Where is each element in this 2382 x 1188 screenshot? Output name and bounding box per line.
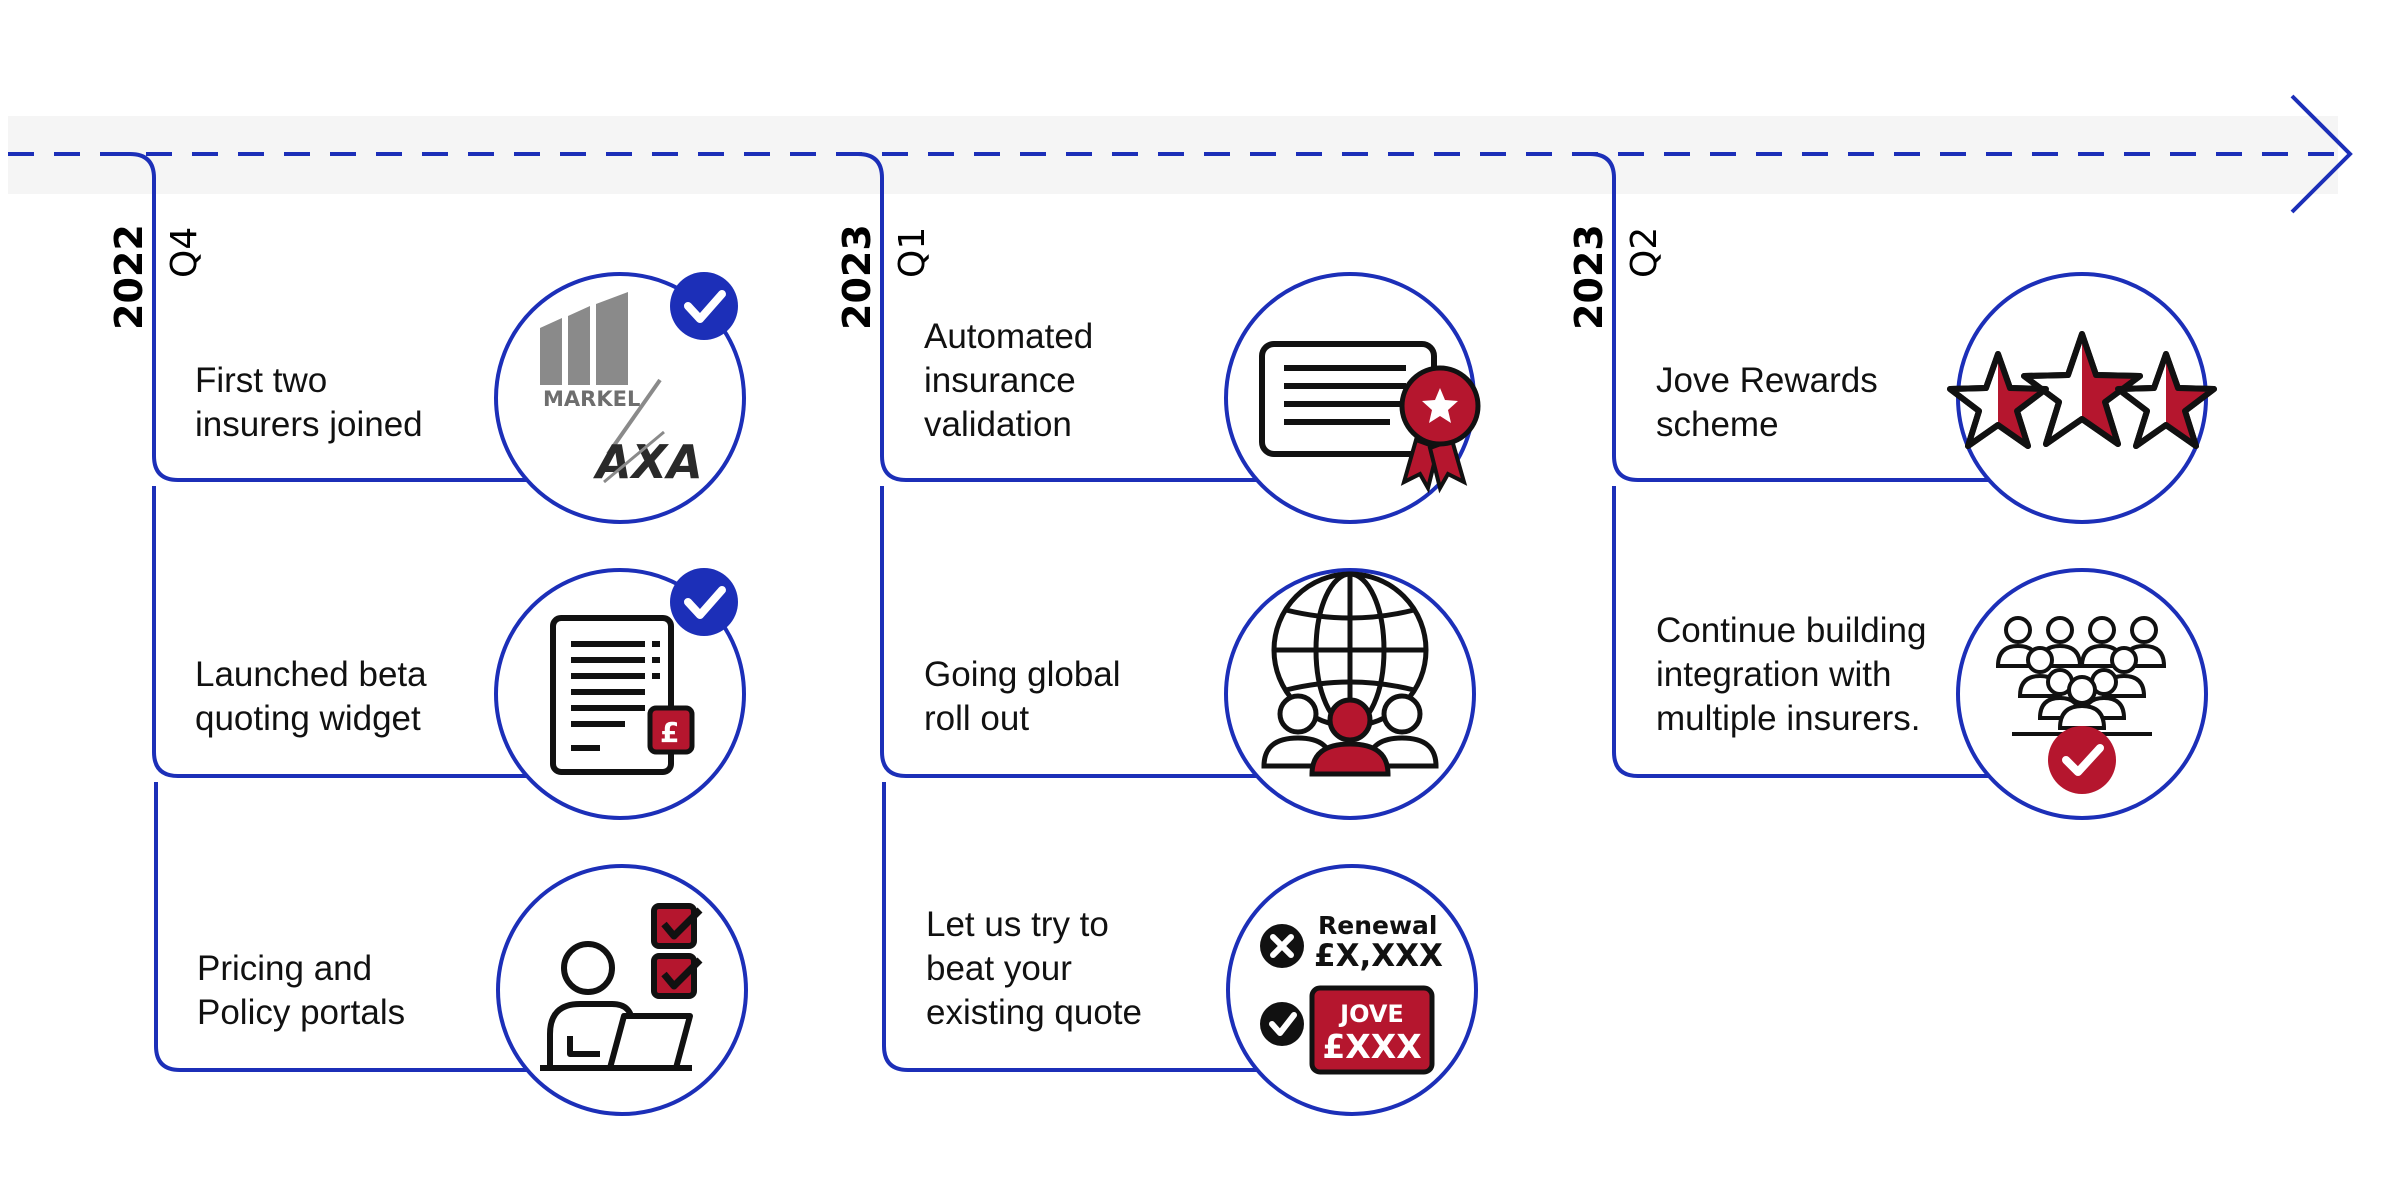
card-outline [880, 486, 1258, 778]
phase-label-2023-q2: 2023 Q2 [1567, 224, 1665, 330]
phase-quarter: Q1 [892, 227, 933, 278]
global-team-icon [1261, 571, 1439, 777]
svg-text:MARKEL: MARKEL [543, 387, 640, 411]
icon-circle [496, 864, 748, 1116]
phase-quarter: Q4 [164, 227, 205, 278]
phase-connector-2023-q2 [1572, 152, 1616, 240]
milestone-card: First two insurers joined MARKEL AXA [152, 240, 746, 524]
milestone-label: Going global roll out [924, 655, 1130, 738]
phase-year: 2023 [835, 224, 879, 330]
card-outline [152, 486, 530, 778]
phase-connector-2023-q1 [840, 152, 884, 240]
stars-icon [1947, 331, 2217, 449]
completed-check-icon [670, 272, 738, 340]
svg-text:AXA: AXA [593, 435, 703, 489]
milestone-card: Continue building integration with multi… [1612, 486, 2208, 820]
svg-text:Renewal: Renewal [1318, 911, 1438, 940]
phase-label-2023-q1: 2023 Q1 [835, 224, 933, 330]
card-outline [152, 240, 530, 482]
network-group-icon [1995, 616, 2167, 794]
milestone-label: First two insurers joined [195, 361, 423, 444]
milestone-card: Let us try to beat your existing quote R… [882, 782, 1478, 1116]
card-outline [154, 782, 532, 1072]
certificate-icon [1259, 341, 1481, 494]
milestone-label: Continue building integration with multi… [1656, 611, 1936, 738]
card-outline [1612, 486, 1990, 778]
milestone-label: Automated insurance validation [924, 317, 1103, 444]
phase-connector-2022-q4 [112, 152, 156, 240]
milestone-card: Going global roll out [880, 486, 1476, 820]
svg-text:£: £ [660, 716, 679, 749]
portal-user-icon [540, 903, 703, 1071]
check-icon [1260, 1002, 1304, 1046]
milestone-label: Launched beta quoting widget [195, 655, 436, 738]
svg-text:JOVE: JOVE [1338, 1000, 1404, 1028]
insurer-logos-icon: MARKEL AXA [540, 292, 703, 489]
phase-year: 2023 [1567, 224, 1611, 330]
card-outline [882, 782, 1260, 1072]
svg-text:£XXX: £XXX [1322, 1027, 1421, 1066]
milestone-card: Launched beta quoting widget £ [152, 486, 746, 820]
phase-quarter: Q2 [1624, 227, 1665, 278]
axa-logo: AXA [593, 430, 703, 489]
card-outline [880, 240, 1258, 482]
milestone-label: Let us try to beat your existing quote [926, 905, 1142, 1032]
markel-logo: MARKEL [540, 292, 640, 411]
phase-year: 2022 [107, 224, 151, 330]
quote-compare-icon: Renewal £X,XXX JOVE £XXX [1260, 911, 1443, 1075]
svg-text:£X,XXX: £X,XXX [1314, 938, 1443, 974]
milestone-label: Pricing and Policy portals [197, 949, 405, 1032]
quote-document-icon: £ [550, 615, 695, 775]
milestone-label: Jove Rewards scheme [1656, 361, 1888, 444]
milestone-card: Pricing and Policy portals [154, 782, 748, 1116]
card-outline [1612, 240, 1990, 482]
milestone-card: Automated insurance validation [880, 240, 1481, 524]
milestone-card: Jove Rewards scheme [1612, 240, 2217, 524]
phase-label-2022-q4: 2022 Q4 [107, 224, 205, 330]
timeline-arrowhead [2290, 94, 2353, 214]
completed-check-icon [670, 568, 738, 636]
